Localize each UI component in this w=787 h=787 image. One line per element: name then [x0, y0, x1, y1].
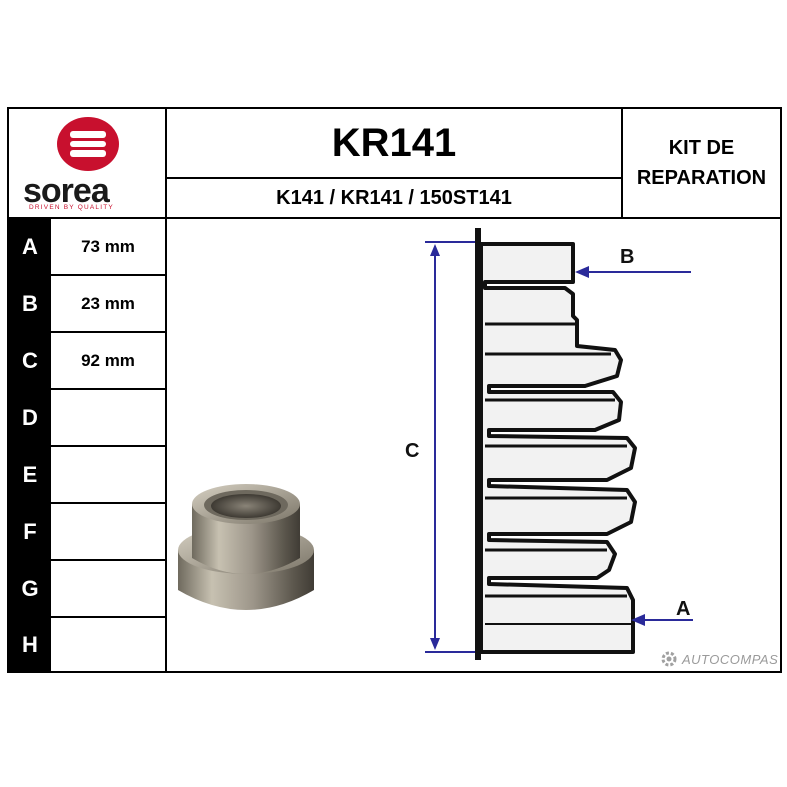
dimension-value: 23 mm	[81, 293, 135, 313]
product-sheet: sorea DRIVEN BY QUALITY KR141 K141 / KR1…	[7, 107, 782, 673]
sorea-logo-icon	[57, 117, 119, 171]
dimension-row-g: G	[9, 561, 167, 618]
dimension-letter: E	[9, 447, 51, 502]
kit-label-line1: KIT DE	[668, 137, 735, 159]
dimension-letter: B	[9, 276, 51, 331]
kit-label-line2: REPARATION	[636, 167, 767, 189]
dimension-row-f: F	[9, 504, 167, 561]
diagram-label-c: C	[405, 440, 420, 462]
cross-references: K141 / KR141 / 150ST141	[167, 179, 623, 219]
dimension-row-d: D	[9, 390, 167, 447]
dimension-row-b: B 23 mm	[9, 276, 167, 333]
brand-logo-cell: sorea DRIVEN BY QUALITY	[9, 109, 167, 219]
brand-tagline: DRIVEN BY QUALITY	[29, 204, 114, 211]
dimension-value	[51, 618, 165, 671]
watermark-text: AUTOCOMPAS	[682, 652, 779, 667]
dimension-value	[51, 447, 165, 502]
autocompas-gear-icon	[661, 651, 677, 667]
dimension-value	[51, 390, 165, 445]
boot-technical-drawing	[425, 228, 693, 660]
dimension-letter: G	[9, 561, 51, 616]
dimension-letter: A	[9, 219, 51, 274]
brand-name: sorea	[23, 172, 110, 210]
part-number-title: KR141	[167, 109, 623, 179]
dimension-letter: C	[9, 333, 51, 388]
diagram-label-a: A	[676, 598, 691, 620]
diagram-label-b: B	[620, 246, 635, 268]
dimension-letter: H	[9, 618, 51, 671]
dimension-value: 73 mm	[81, 236, 135, 256]
cross-references-text: K141 / KR141 / 150ST141	[276, 186, 512, 209]
dimension-value: 92 mm	[81, 350, 135, 370]
dimension-row-c: C 92 mm	[9, 333, 167, 390]
kit-label-cell: KIT DE REPARATION	[623, 109, 780, 219]
dimension-value	[51, 504, 165, 559]
dimension-row-h: H	[9, 618, 167, 671]
dimension-letter: D	[9, 390, 51, 445]
dimension-letter: F	[9, 504, 51, 559]
dimension-row-a: A 73 mm	[9, 219, 167, 276]
bushing-photo	[178, 484, 314, 610]
dimension-row-e: E	[9, 447, 167, 504]
dimension-value	[51, 561, 165, 616]
part-number: KR141	[331, 120, 457, 165]
